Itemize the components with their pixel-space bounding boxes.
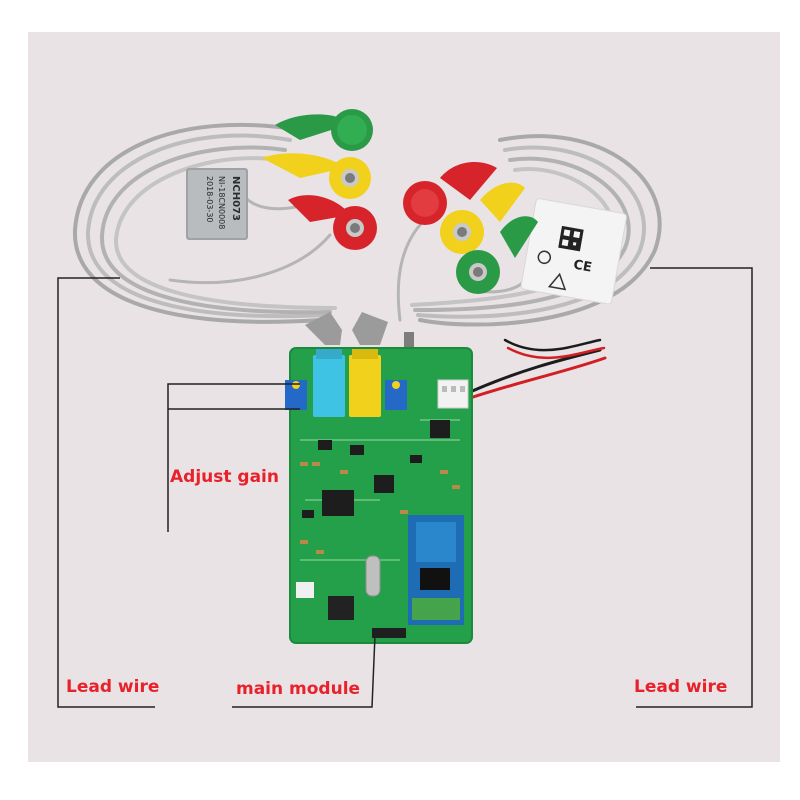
tag-line-2: NI-18CN0008: [217, 176, 226, 229]
input-jack-yellow: [349, 355, 381, 417]
main-module-board: [285, 347, 473, 644]
gain-trimmer-right: [385, 380, 407, 410]
electrode-snap-green-left: [275, 109, 373, 151]
cable-tag-left: NCH073 NI-18CN0008 2018-03-30: [186, 168, 248, 240]
electrode-snap-red-left: [288, 195, 377, 250]
pin-header: [372, 628, 406, 638]
leader-lines: [57, 267, 753, 708]
lead-wire-right-label: Lead wire: [634, 677, 728, 697]
warning-icon: [547, 272, 567, 291]
qr-code: [558, 225, 584, 252]
amplifier-chips: [302, 420, 450, 518]
electrode-snap-yellow-left: [262, 153, 371, 199]
lead-wire-left-label: Lead wire: [66, 677, 160, 697]
tag-line-1: NCH073: [230, 176, 241, 221]
right-lead-cable: [396, 134, 662, 327]
recycle-icon: [537, 250, 552, 265]
electrode-snap-red-right: [403, 162, 497, 225]
electrode-snap-yellow-right: [440, 182, 525, 254]
gain-trimmer-left: [285, 380, 307, 410]
electrode-snap-green-right: [456, 216, 538, 294]
input-jack-cyan: [313, 355, 345, 417]
crystal-oscillator: [365, 555, 381, 597]
cable-plugs: [305, 312, 414, 350]
adjust-gain-label: Adjust gain: [170, 467, 279, 487]
tag-line-3: 2018-03-30: [205, 176, 214, 223]
bluetooth-module: [408, 515, 464, 625]
main-module-label: main module: [236, 679, 361, 699]
ce-mark-icon: CE: [572, 258, 593, 276]
cable-tag-right: CE: [520, 198, 627, 305]
power-wires: [468, 338, 607, 400]
microcontroller-chip: [328, 596, 354, 620]
power-connector: [437, 379, 469, 409]
